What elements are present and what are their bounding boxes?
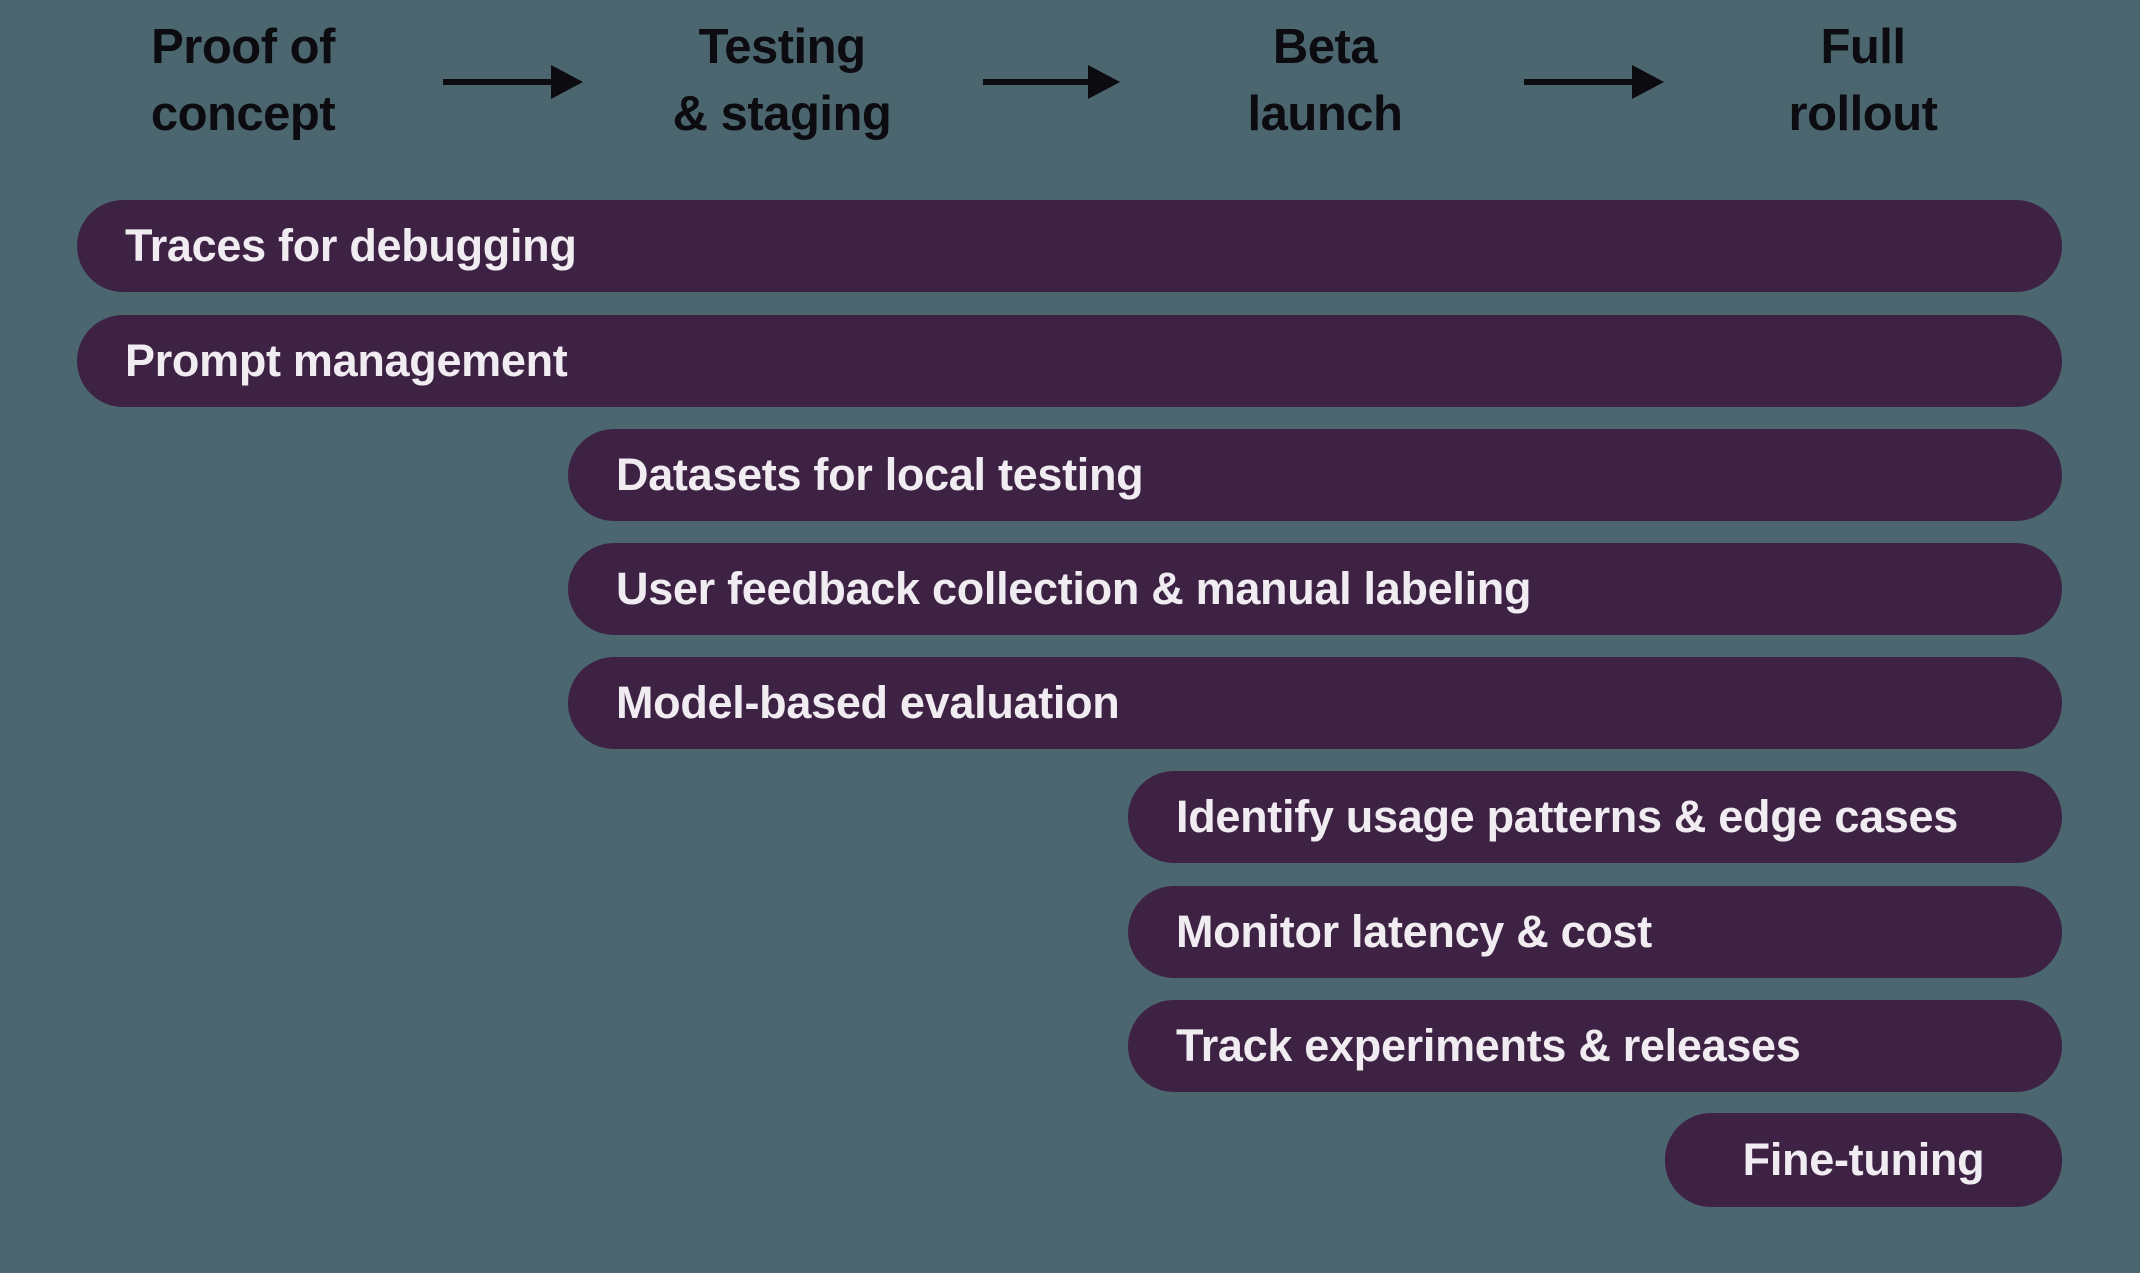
stage-label-line: & staging	[672, 87, 892, 141]
stage-header-proof-of-concept: Proof of concept	[150, 14, 336, 148]
bar-label: Fine-tuning	[1742, 1134, 1985, 1185]
bar-traces-for-debugging: Traces for debugging	[77, 200, 2062, 292]
bar-label: Monitor latency & cost	[1176, 906, 1652, 957]
stage-label-line: concept	[150, 87, 336, 141]
bar-monitor-latency-cost: Monitor latency & cost	[1128, 886, 2062, 978]
bar-track-experiments-releases: Track experiments & releases	[1128, 1000, 2062, 1092]
bar-datasets-for-local-testing: Datasets for local testing	[568, 429, 2062, 521]
stage-label-line: Proof of	[151, 20, 335, 74]
stage-label-line: Beta	[1272, 20, 1378, 74]
arrow-right-icon	[1524, 65, 1664, 99]
stage-label-line: rollout	[1788, 87, 1938, 141]
bar-fine-tuning: Fine-tuning	[1665, 1113, 2062, 1207]
stage-header-testing-staging: Testing & staging	[673, 14, 892, 148]
bar-label: User feedback collection & manual labeli…	[616, 563, 1532, 614]
stage-label-line: Testing	[698, 20, 866, 74]
bar-label: Traces for debugging	[125, 220, 577, 271]
bar-label: Identify usage patterns & edge cases	[1176, 791, 1958, 842]
arrow-right-icon	[983, 65, 1120, 99]
bar-label: Model-based evaluation	[616, 677, 1120, 728]
bar-prompt-management: Prompt management	[77, 315, 2062, 407]
stage-header-full-rollout: Full rollout	[1789, 14, 1938, 148]
bar-label: Prompt management	[125, 335, 568, 386]
bar-identify-usage-patterns: Identify usage patterns & edge cases	[1128, 771, 2062, 863]
bar-model-based-evaluation: Model-based evaluation	[568, 657, 2062, 749]
bar-label: Track experiments & releases	[1176, 1020, 1801, 1071]
stage-label-line: launch	[1247, 87, 1403, 141]
bar-user-feedback-collection: User feedback collection & manual labeli…	[568, 543, 2062, 635]
arrow-right-icon	[443, 65, 583, 99]
stage-header-beta-launch: Beta launch	[1248, 14, 1403, 148]
bar-label: Datasets for local testing	[616, 449, 1144, 500]
stage-label-line: Full	[1820, 20, 1906, 74]
